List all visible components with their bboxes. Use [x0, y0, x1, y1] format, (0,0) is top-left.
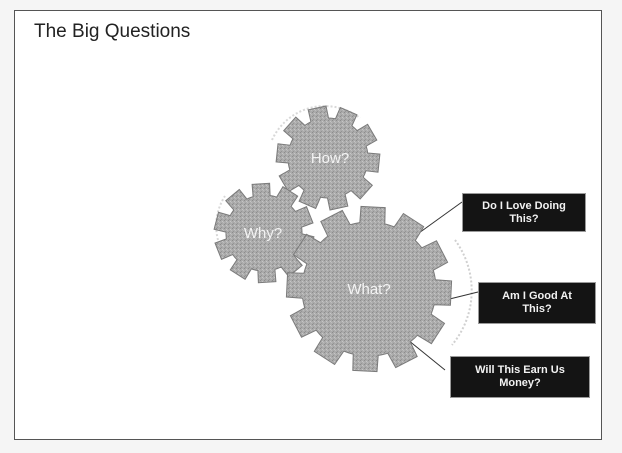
slide-title: The Big Questions [34, 21, 191, 42]
callout-love: Do I Love Doing This? [462, 193, 586, 232]
gear-label-how: How? [311, 150, 349, 167]
callout-good: Am I Good At This? [478, 282, 596, 324]
callout-money: Will This Earn Us Money? [450, 356, 590, 398]
gear-label-why: Why? [244, 225, 282, 242]
gear-what [285, 205, 453, 373]
gear-how [275, 105, 381, 211]
connector-line [407, 339, 446, 371]
gear-why [213, 182, 315, 284]
gear-label-what: What? [347, 281, 390, 298]
